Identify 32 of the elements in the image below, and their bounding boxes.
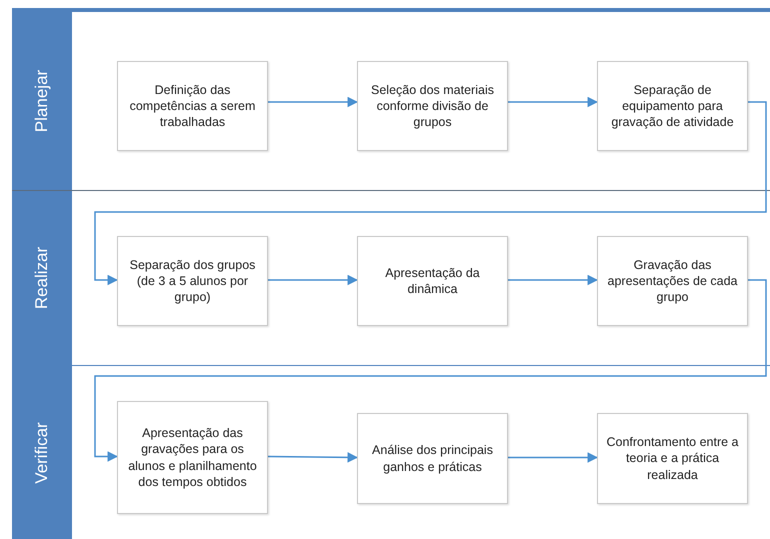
step-text: Confrontamento entre a teoria e a prática realizada <box>605 434 740 483</box>
process-box <box>117 236 268 326</box>
step-text: Separação de equipamento para gravação de atividade <box>610 82 735 130</box>
arrow <box>508 452 598 463</box>
arrow <box>508 96 598 108</box>
process-box <box>357 236 508 326</box>
step-text: Separação dos grupos (de 3 a 5 alunos por grupo) <box>128 256 256 306</box>
process-box <box>117 61 268 151</box>
step-text: Definição das competências a serem trabalhadas <box>128 82 256 130</box>
step-text: Análise dos principais ganhos e práticas <box>371 442 494 475</box>
step-text: Seleção dos materiais conforme divisão de grupos <box>370 82 495 130</box>
process-box <box>597 236 748 326</box>
arrow <box>508 274 598 286</box>
lane-title: Realizar <box>32 246 52 310</box>
step-text: Gravação das apresentações de cada grupo <box>606 256 738 306</box>
process-box <box>597 413 748 504</box>
arrow <box>268 452 358 463</box>
arrow <box>94 101 767 286</box>
process-box <box>357 61 508 151</box>
step-text: Apresentação da dinâmica <box>384 264 481 298</box>
step-text: Apresentação das gravações para os alunos e planilhamento dos tempos obtidos <box>127 425 258 490</box>
process-box <box>357 413 508 504</box>
swimlane <box>12 8 770 190</box>
lane-title: Planejar <box>32 70 52 132</box>
process-box <box>117 401 268 514</box>
lane-title: Verificar <box>32 422 52 484</box>
process-box <box>597 61 748 151</box>
arrow <box>94 279 767 462</box>
swimlane <box>12 365 770 539</box>
arrow <box>268 96 358 108</box>
arrow <box>268 274 358 286</box>
swimlane <box>12 190 770 365</box>
